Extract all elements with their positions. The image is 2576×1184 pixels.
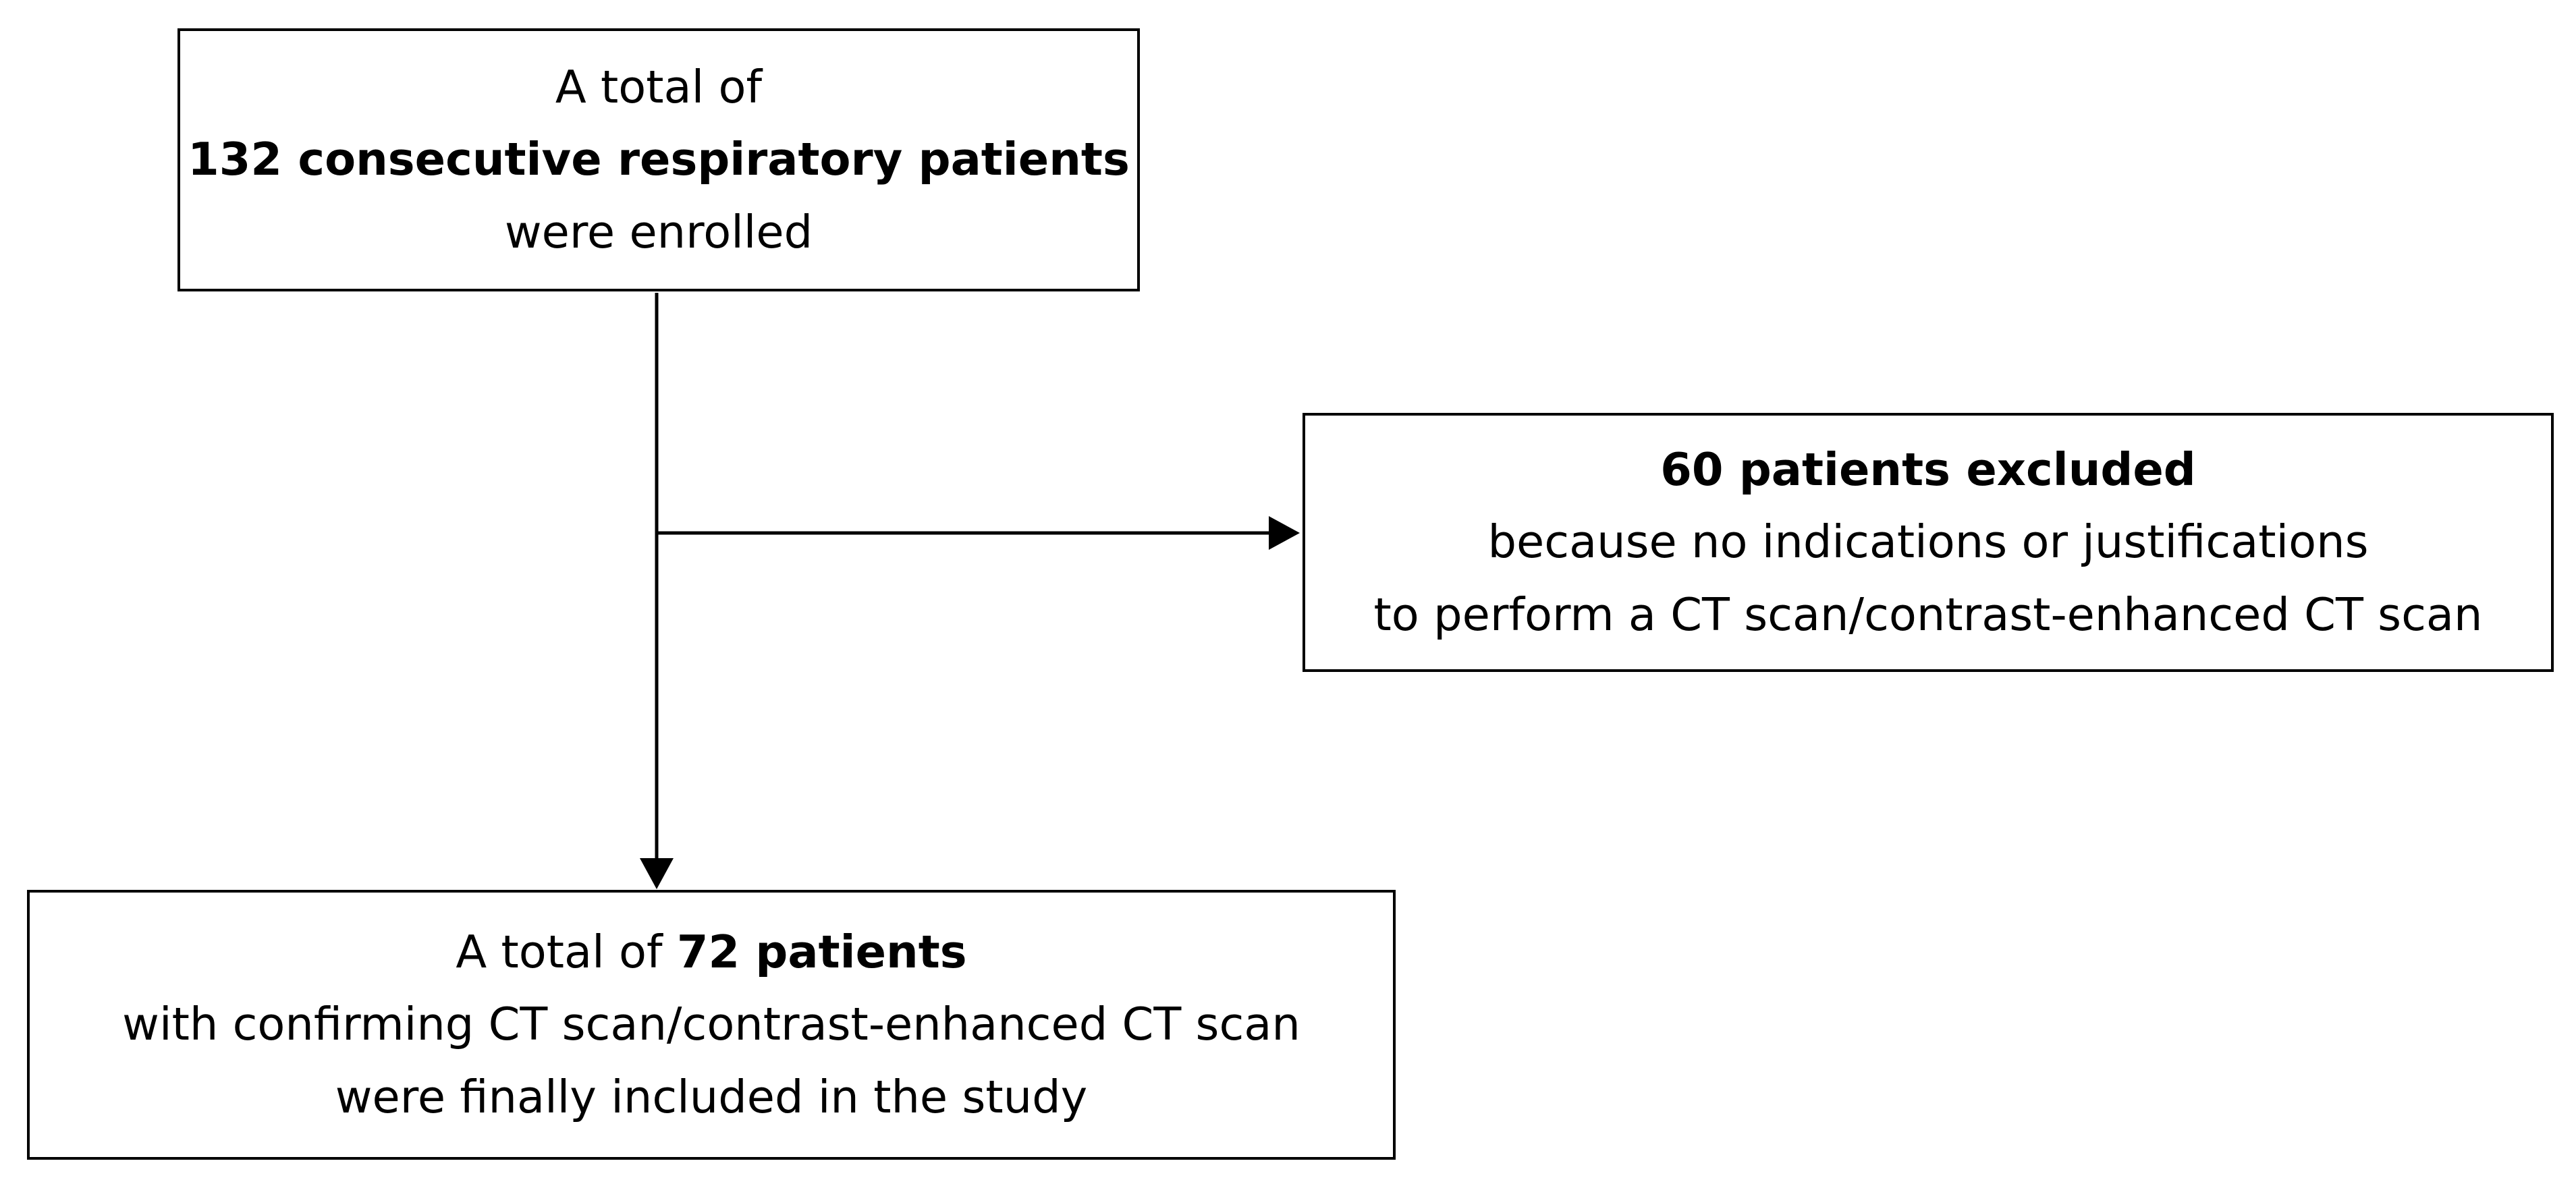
arrowhead-included bbox=[640, 858, 674, 889]
node-included: A total of 72 patients with confirming C… bbox=[27, 890, 1396, 1160]
arrowhead-excluded bbox=[1269, 516, 1300, 550]
node-excluded-line2: because no indications or justifications bbox=[1487, 515, 2369, 569]
node-enrolled: A total of 132 consecutive respiratory p… bbox=[177, 28, 1140, 291]
node-included-count: 72 patients bbox=[676, 926, 967, 979]
node-included-line2: with confirming CT scan/contrast-enhance… bbox=[122, 998, 1300, 1051]
node-included-line1: A total of 72 patients bbox=[456, 916, 966, 988]
node-excluded-line3: to perform a CT scan/contrast-enhanced C… bbox=[1373, 588, 2483, 641]
node-enrolled-line3: were enrolled bbox=[504, 205, 813, 258]
node-excluded: 60 patients excluded because no indicati… bbox=[1303, 413, 2554, 672]
node-included-prefix: A total of bbox=[456, 926, 677, 979]
node-enrolled-line1: A total of bbox=[555, 61, 763, 114]
node-excluded-count: 60 patients excluded bbox=[1660, 443, 2196, 497]
node-included-line3: were finally included in the study bbox=[335, 1070, 1088, 1123]
node-enrolled-count: 132 consecutive respiratory patients bbox=[188, 133, 1130, 186]
